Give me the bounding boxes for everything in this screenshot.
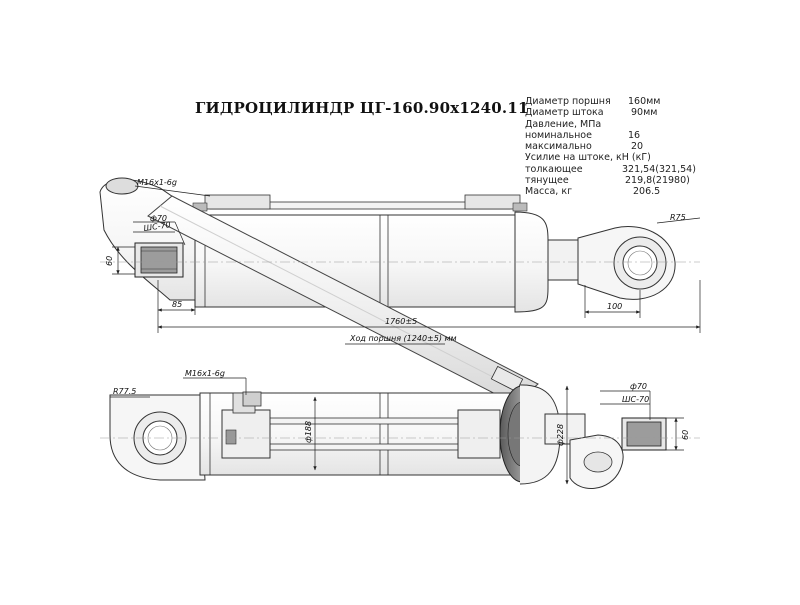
spec-row: тянущее 219,8(21980)	[525, 175, 710, 186]
dimension-labels: M16х1-6g ф70 ШС-70 60 85 R75 100 1760±5 …	[105, 178, 690, 446]
diagonal-rod	[147, 195, 539, 405]
spec-row: Усилие на штоке, кН (кГ)	[525, 152, 710, 163]
drawing-title: ГИДРОЦИЛИНДР ЦГ-160.90х1240.11	[195, 99, 529, 117]
spec-value: 219,8(21980)	[625, 175, 690, 187]
dim-width60-right: 60	[681, 430, 690, 440]
spec-row: максимально 20	[525, 141, 710, 152]
dimension-lines	[100, 185, 701, 485]
spec-value: 20	[631, 141, 644, 153]
spec-value: 160мм	[628, 96, 661, 107]
left-eye-bracket	[99, 179, 199, 301]
spec-label: толкающее	[525, 163, 583, 175]
spec-row: толкающее 321,54(321,54)	[525, 164, 710, 175]
dim-r75: R75	[670, 213, 686, 222]
right-port-block	[457, 409, 501, 459]
spec-label: тянущее	[525, 175, 569, 187]
dim-100: 100	[607, 302, 622, 311]
spec-label: Диаметр поршня	[525, 96, 611, 107]
spec-label: максимально	[525, 141, 592, 153]
rod-end	[547, 239, 579, 281]
dim-dia70-top: ф70	[150, 214, 167, 223]
dim-85: 85	[172, 300, 182, 309]
spec-row: Масса, кг 206.5	[525, 186, 710, 197]
spec-row: Давление, МПа	[525, 119, 710, 130]
spec-label: Масса, кг	[525, 186, 573, 198]
top-view	[99, 177, 676, 313]
spec-value: 206.5	[633, 186, 661, 198]
left-eye-hole	[105, 177, 139, 195]
dim-dia70-bottom: ф70	[630, 382, 647, 391]
spec-table: Диаметр поршня 160мм Диаметр штока 90мм Да…	[525, 96, 710, 198]
dim-r77: R77.5	[113, 387, 136, 396]
spec-row: Диаметр штока 90мм	[525, 107, 710, 118]
spec-value: 16	[628, 129, 641, 141]
dim-width60-left: 60	[105, 256, 114, 266]
spec-label: Давление, МПа	[525, 118, 602, 130]
spec-label: Диаметр штока	[525, 107, 604, 119]
dim-thread-top: M16х1-6g	[137, 178, 177, 187]
spec-label: Усилие на штоке, кН (кГ)	[525, 152, 651, 164]
spec-row: номинальное 16	[525, 130, 710, 141]
dim-dia228: ф228	[556, 424, 565, 446]
spec-label: номинальное	[525, 129, 592, 141]
spec-row: Диаметр поршня 160мм	[525, 96, 710, 107]
dim-total-length: 1760±5	[385, 317, 417, 326]
dim-sharnir-top: ШС-70	[143, 220, 171, 233]
spec-value: 321,54(321,54)	[622, 163, 696, 175]
dim-dia188: ф188	[304, 421, 313, 443]
dim-stroke: Ход поршня (1240±5) мм	[349, 334, 457, 343]
right-head	[514, 211, 549, 313]
dim-thread-bottom: M16х1-6g	[185, 369, 225, 378]
bottom-view	[109, 384, 667, 489]
spec-value: 90мм	[631, 107, 658, 119]
dim-sharnir-bottom: ШС-70	[622, 395, 649, 404]
